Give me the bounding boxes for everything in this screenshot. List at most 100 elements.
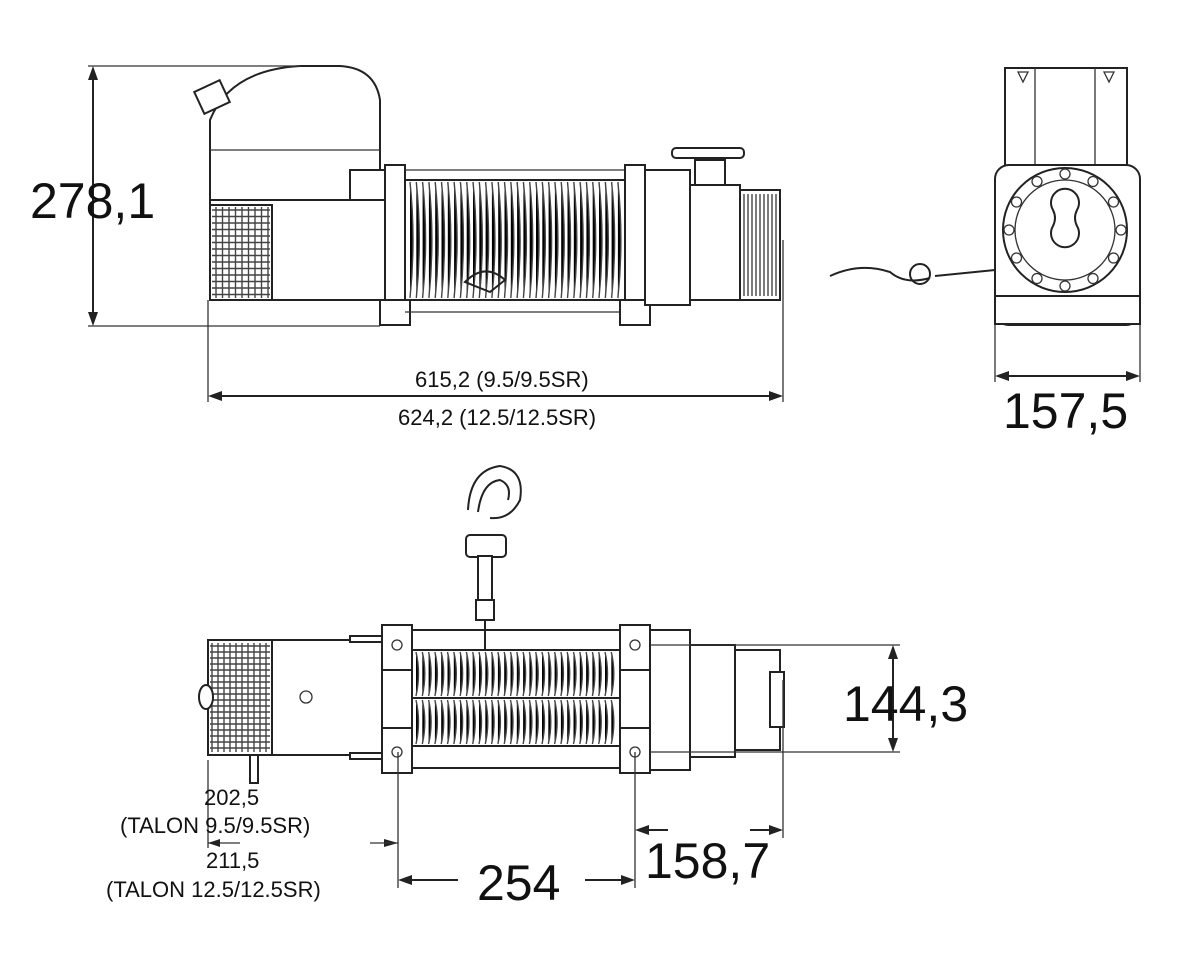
bolt-icon xyxy=(1031,175,1043,188)
rope-wrap xyxy=(604,181,609,299)
rope-wrap xyxy=(421,651,426,697)
rope-wrap xyxy=(591,699,596,745)
rope-wrap xyxy=(560,181,565,299)
bolt-icon xyxy=(1115,224,1127,236)
rope-wrap xyxy=(617,181,622,299)
rope-wrap xyxy=(497,699,502,745)
offset-9-5-model: (TALON 9.5/9.5SR) xyxy=(120,813,310,838)
rope-wrap xyxy=(547,699,552,745)
height-label: 278,1 xyxy=(30,173,155,229)
top-width-label: 144,3 xyxy=(843,676,968,732)
rope-wrap xyxy=(434,651,439,697)
rope-wrap xyxy=(610,699,615,745)
rope-wrap xyxy=(598,651,602,697)
bolt-icon xyxy=(1087,272,1099,285)
rope-wrap xyxy=(446,699,451,745)
rope-wrap xyxy=(509,699,514,745)
rope-wrap xyxy=(421,699,426,745)
rope-wrap xyxy=(528,699,533,745)
rope-wrap xyxy=(573,181,578,299)
bolt-icon xyxy=(1010,196,1023,208)
length-label-12-5: 624,2 (12.5/12.5SR) xyxy=(398,405,596,430)
length-label-9-5: 615,2 (9.5/9.5SR) xyxy=(415,367,589,392)
rope-wrap xyxy=(440,651,445,697)
rope-wrap xyxy=(585,651,590,697)
rope-wrap xyxy=(434,181,439,299)
rope-wrap xyxy=(598,181,603,299)
length-dimension: 615,2 (9.5/9.5SR) 624,2 (12.5/12.5SR) xyxy=(207,240,784,430)
rope-wrap xyxy=(453,699,457,745)
bolt-icon xyxy=(1087,175,1099,188)
rope-wrap xyxy=(459,651,464,697)
rope-wrap xyxy=(579,181,584,299)
rope-wrap xyxy=(592,181,597,299)
rope-wrap xyxy=(503,651,508,697)
rope-wrap xyxy=(510,181,515,299)
foot-to-end-label: 158,7 xyxy=(645,833,770,889)
rope-wrap xyxy=(566,181,572,299)
rope-wrap xyxy=(541,651,546,697)
rope-wrap xyxy=(427,699,432,745)
bolt-icon xyxy=(1003,224,1015,236)
foot-spacing-dimension: 254 xyxy=(397,752,636,911)
rope-wrap xyxy=(490,699,495,745)
rope-wrap xyxy=(610,181,616,299)
rope-wrap xyxy=(535,181,540,299)
rope-wrap xyxy=(440,699,445,745)
end-view: 157,5 xyxy=(829,67,1141,439)
rope-wrap xyxy=(459,699,464,745)
rope-wrap xyxy=(572,651,577,697)
rope-wrap xyxy=(566,651,571,697)
rope-wrap xyxy=(427,651,432,697)
rope-wrap xyxy=(554,181,559,299)
rope-wrap xyxy=(560,651,565,697)
rope-wrap xyxy=(528,651,533,697)
offset-dimension: 202,5 (TALON 9.5/9.5SR) 211,5 (TALON 12.… xyxy=(106,760,398,902)
rope-wrap xyxy=(497,651,502,697)
rope-wrap xyxy=(466,181,471,299)
bolt-icon xyxy=(1107,252,1120,264)
rope-wrap xyxy=(522,651,527,697)
rope-wrap xyxy=(591,651,596,697)
rope-wrap xyxy=(541,181,546,299)
foot-spacing-label: 254 xyxy=(477,855,560,911)
side-view xyxy=(192,65,781,326)
rope-wrap xyxy=(409,181,414,299)
rope-wrap xyxy=(579,651,583,697)
rope-wrap xyxy=(491,181,496,299)
rope-wrap xyxy=(547,651,552,697)
rope-wrap xyxy=(478,181,483,299)
rope-wrap xyxy=(535,651,539,697)
rope-wrap xyxy=(484,181,490,299)
rope-wrap xyxy=(453,651,457,697)
rope-wrap xyxy=(522,699,527,745)
rope-wrap xyxy=(447,181,452,299)
rope-wrap xyxy=(579,699,583,745)
rope-wrap xyxy=(598,699,602,745)
rope-wrap xyxy=(604,699,609,745)
rope-wrap xyxy=(415,651,420,697)
rope-wrap xyxy=(434,699,439,745)
rope-wrap xyxy=(585,699,590,745)
bolt-icon xyxy=(1059,280,1071,292)
bolt-icon xyxy=(1059,168,1071,180)
rope-wrap xyxy=(415,699,420,745)
rope-wrap xyxy=(428,181,433,299)
rope-wrap xyxy=(585,181,591,299)
offset-9-5-value: 202,5 xyxy=(204,785,259,810)
top-view xyxy=(198,464,785,784)
rope-wrap xyxy=(560,699,565,745)
rope-wrap xyxy=(490,651,495,697)
rope-wrap xyxy=(509,651,514,697)
rope-wrap xyxy=(446,651,451,697)
rope-wrap xyxy=(553,699,558,745)
rope-wrap xyxy=(459,181,465,299)
rope-wrap xyxy=(541,699,546,745)
bolt-icon xyxy=(1010,252,1023,264)
rope-wrap xyxy=(472,651,476,697)
rope-wrap xyxy=(572,699,577,745)
rope-wrap xyxy=(478,651,483,697)
bolt-icon xyxy=(1031,272,1043,285)
rope-wrap xyxy=(503,699,508,745)
